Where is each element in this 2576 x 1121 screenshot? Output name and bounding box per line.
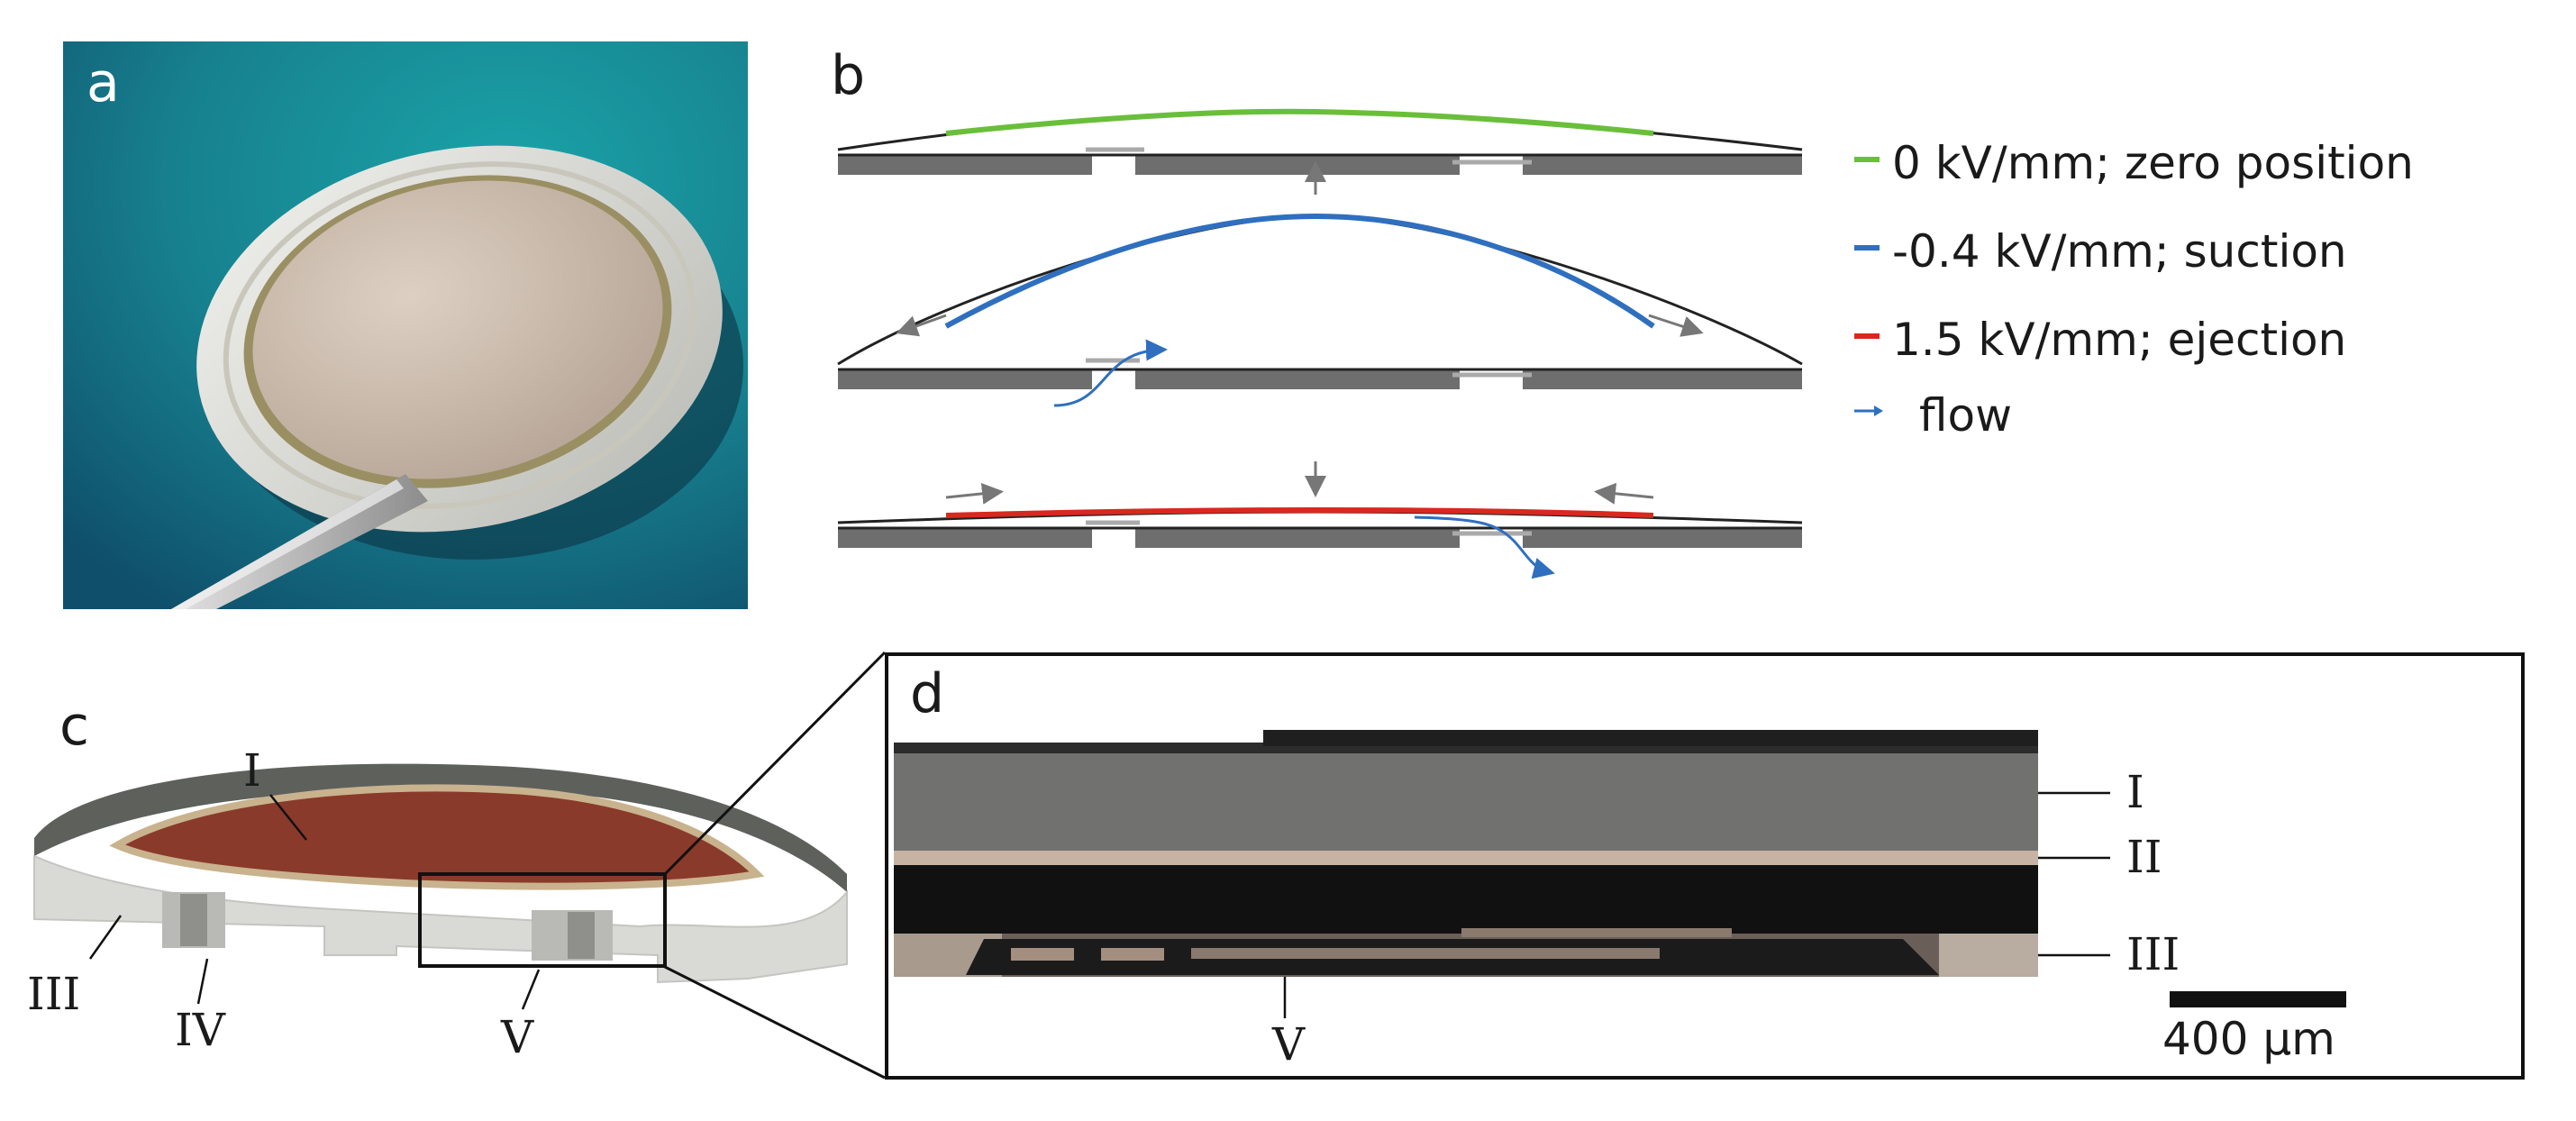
push-arrow-right: [1594, 482, 1654, 505]
panel-label-a: a: [86, 51, 120, 114]
label-d-layer-I: I: [2126, 766, 2144, 818]
legend-swatch-ejection: [1854, 333, 1880, 339]
legend-label-zero: 0 kV/mm; zero position: [1892, 137, 2414, 189]
state-zero-position: [837, 108, 1803, 175]
micrograph-box: [885, 652, 2525, 1080]
panel-label-c: c: [59, 695, 89, 758]
flow-arrow-outlet: [1414, 515, 1555, 579]
membrane-ejection-active: [945, 506, 1654, 518]
label-d-layer-III: III: [2126, 928, 2180, 980]
panel-label-d: d: [910, 662, 945, 725]
valve-plate-left: [838, 155, 1092, 175]
legend-swatch-suction: [1854, 245, 1880, 251]
label-d-channel-V: V: [1272, 1018, 1306, 1071]
push-arrow-left: [945, 482, 1004, 505]
pump-3d-cutaway: [33, 763, 848, 1010]
label-c-layer-III: III: [27, 968, 81, 1020]
photo-micropump: [63, 41, 748, 609]
outward-arrow-right: [1648, 314, 1704, 337]
label-c-chamber-IV: IV: [175, 1004, 225, 1056]
legend-label-suction: -0.4 kV/mm; suction: [1892, 225, 2347, 278]
state-ejection: [837, 461, 1803, 579]
piezo-disc: [252, 180, 663, 479]
membrane-suction-active: [944, 213, 1655, 329]
panel-label-b: b: [831, 44, 866, 107]
flow-arrow-inlet: [1053, 339, 1168, 407]
scale-bar: [2170, 991, 2346, 1007]
pump-cross-section-diagram: [837, 108, 1803, 579]
scale-bar-label: 400 µm: [2162, 1013, 2335, 1065]
label-c-chamber-V: V: [501, 1011, 534, 1063]
ceramic-layer-I: [109, 784, 765, 890]
zoom-box: [418, 872, 667, 968]
label-d-layer-II: II: [2126, 831, 2162, 883]
valve-plate-mid: [1135, 155, 1460, 175]
legend-label-ejection: 1.5 kV/mm; ejection: [1892, 314, 2347, 366]
valve-plate-right: [1523, 155, 1802, 175]
legend-swatch-flow: [1854, 406, 1883, 416]
legend-label-flow: flow: [1919, 389, 2012, 442]
outer-rim-top: [34, 763, 847, 892]
state-suction: [837, 160, 1803, 407]
micrograph-layer-I: [894, 753, 2038, 851]
label-c-layer-I: I: [243, 744, 261, 797]
legend-swatch-zero: [1854, 157, 1880, 162]
membrane-zero-active: [945, 108, 1654, 136]
micrograph-layer-II: [894, 851, 2038, 865]
pump-inner-groove: [223, 161, 696, 509]
inward-arrow-left: [896, 314, 947, 337]
